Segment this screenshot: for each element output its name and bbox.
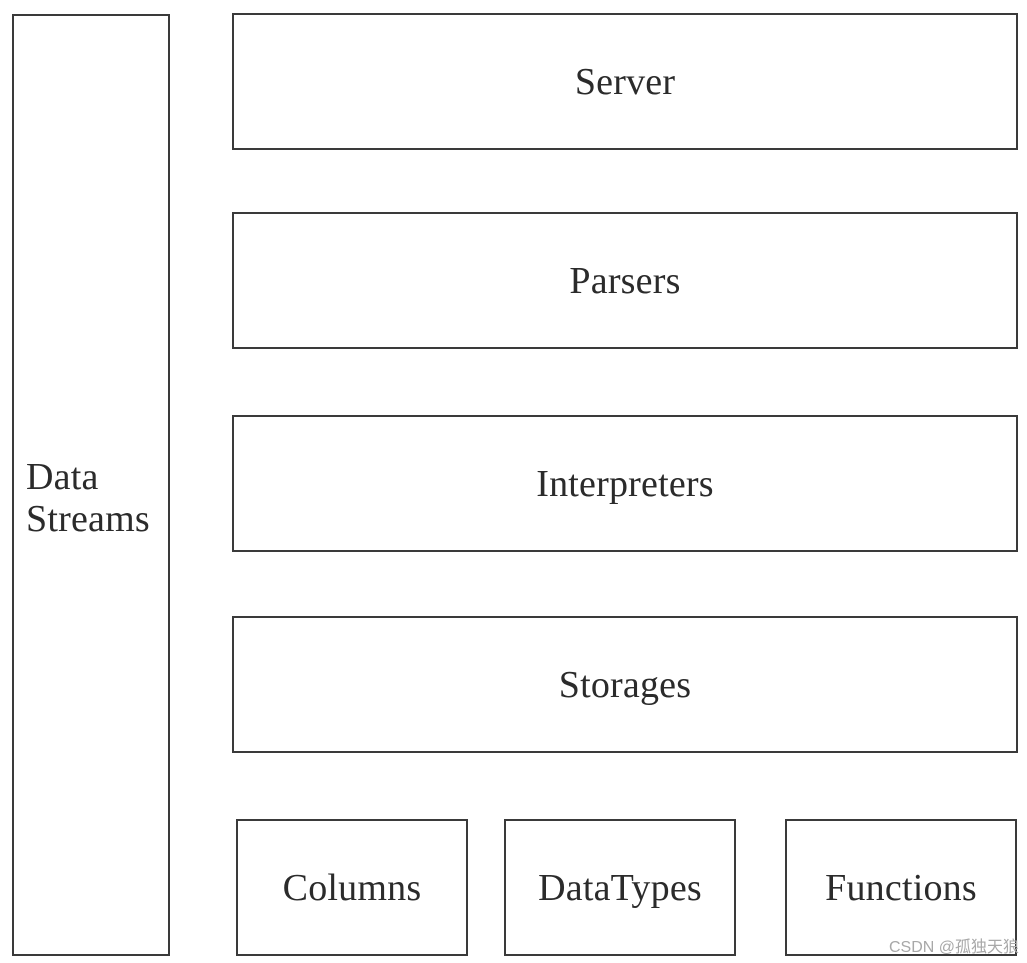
columns-module-box: Columns (236, 819, 468, 956)
data-streams-label-line1: Data (26, 456, 99, 498)
server-layer-box: Server (232, 13, 1018, 150)
storages-layer-label: Storages (558, 663, 692, 706)
server-layer-label: Server (574, 60, 676, 103)
parsers-layer-label: Parsers (569, 259, 681, 302)
data-streams-box: Data Streams (12, 14, 170, 956)
interpreters-layer-label: Interpreters (536, 462, 714, 505)
columns-module-label: Columns (282, 866, 422, 909)
functions-module-label: Functions (825, 866, 977, 909)
data-streams-label: Data Streams (26, 456, 150, 540)
storages-layer-box: Storages (232, 616, 1018, 753)
data-streams-label-line2: Streams (26, 498, 150, 540)
interpreters-layer-box: Interpreters (232, 415, 1018, 552)
functions-module-box: Functions (785, 819, 1017, 956)
parsers-layer-box: Parsers (232, 212, 1018, 349)
watermark-text: CSDN @孤独天狼 (888, 939, 1019, 956)
datatypes-module-box: DataTypes (504, 819, 736, 956)
datatypes-module-label: DataTypes (538, 866, 702, 909)
